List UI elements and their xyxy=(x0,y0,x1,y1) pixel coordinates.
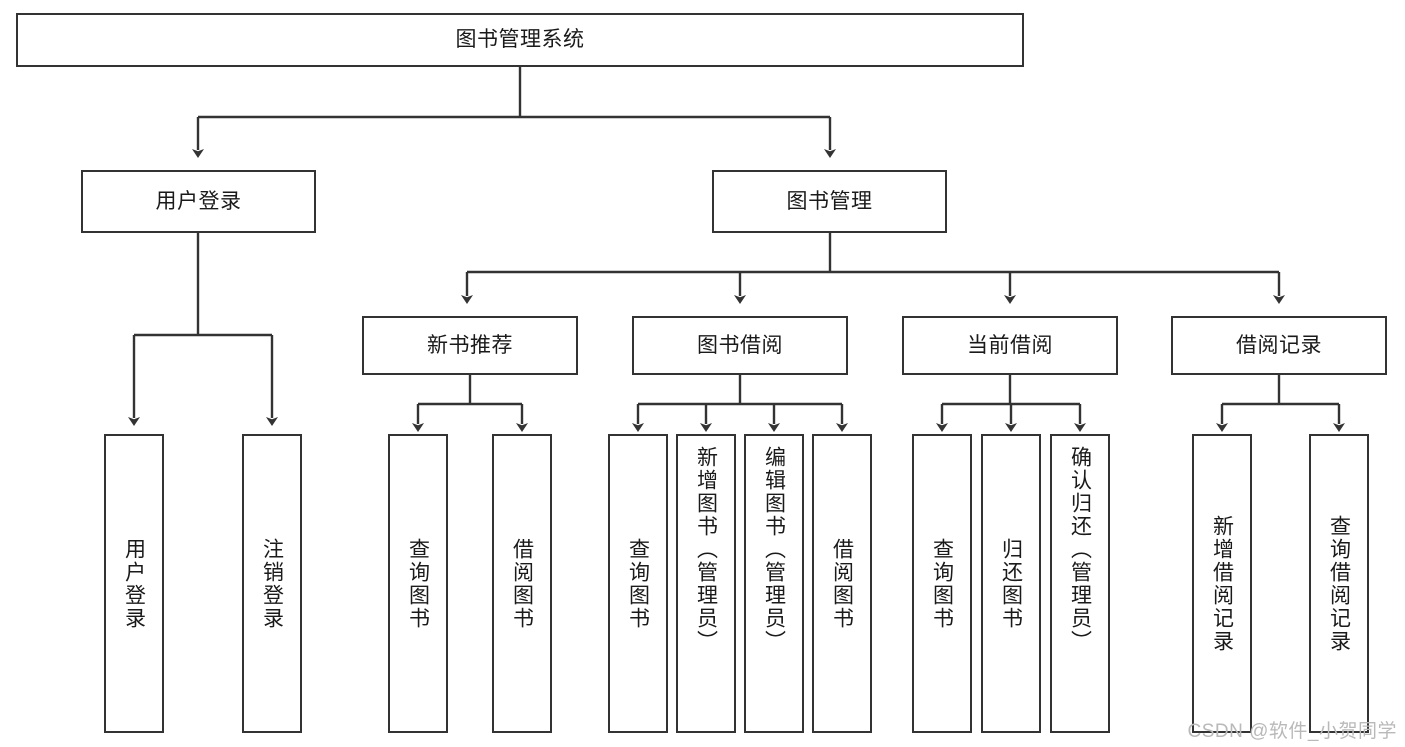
node-leaf-book-borrow-edit[interactable]: 编辑图书（管理员） xyxy=(744,434,804,733)
node-leaf-current-borrow-return[interactable]: 归还图书 xyxy=(981,434,1041,733)
node-label: 用户登录 xyxy=(155,189,242,213)
node-current-borrow[interactable]: 当前借阅 xyxy=(902,316,1118,375)
node-label: 查询借阅记录 xyxy=(1327,514,1351,653)
node-book-management[interactable]: 图书管理 xyxy=(712,170,947,233)
node-label: 图书管理系统 xyxy=(455,28,585,52)
node-leaf-book-borrow-add[interactable]: 新增图书（管理员） xyxy=(676,434,736,733)
node-label: 查询图书 xyxy=(930,537,954,630)
node-new-book-recommend[interactable]: 新书推荐 xyxy=(362,316,578,375)
node-borrow-record[interactable]: 借阅记录 xyxy=(1171,316,1387,375)
node-label: 图书管理 xyxy=(786,189,873,213)
node-leaf-new-book-borrow[interactable]: 借阅图书 xyxy=(492,434,552,733)
node-label: 归还图书 xyxy=(999,537,1023,630)
node-label: 借阅图书 xyxy=(510,537,534,630)
node-root-book-management-system[interactable]: 图书管理系统 xyxy=(16,13,1024,67)
node-label: 借阅图书 xyxy=(830,537,854,630)
node-label: 查询图书 xyxy=(626,537,650,630)
node-book-borrow[interactable]: 图书借阅 xyxy=(632,316,848,375)
node-label: 图书借阅 xyxy=(697,333,783,357)
node-label: 新增图书（管理员） xyxy=(694,446,718,653)
node-leaf-book-borrow-query[interactable]: 查询图书 xyxy=(608,434,668,733)
node-leaf-borrow-record-query[interactable]: 查询借阅记录 xyxy=(1309,434,1369,733)
node-label: 确认归还（管理员） xyxy=(1068,446,1092,653)
csdn-watermark: CSDN @软件_小贺同学 xyxy=(1187,721,1397,742)
node-leaf-borrow-record-add[interactable]: 新增借阅记录 xyxy=(1192,434,1252,733)
node-leaf-current-borrow-query[interactable]: 查询图书 xyxy=(912,434,972,733)
node-label: 编辑图书（管理员） xyxy=(762,446,786,653)
node-label: 用户登录 xyxy=(122,537,146,630)
node-leaf-book-borrow-borrow[interactable]: 借阅图书 xyxy=(812,434,872,733)
node-label: 新书推荐 xyxy=(427,333,513,357)
node-label: 借阅记录 xyxy=(1236,333,1322,357)
node-label: 新增借阅记录 xyxy=(1210,514,1234,653)
node-leaf-current-borrow-confirm-return[interactable]: 确认归还（管理员） xyxy=(1050,434,1110,733)
node-leaf-user-login-login[interactable]: 用户登录 xyxy=(104,434,164,733)
node-leaf-user-login-logout[interactable]: 注销登录 xyxy=(242,434,302,733)
node-leaf-new-book-query[interactable]: 查询图书 xyxy=(388,434,448,733)
node-user-login[interactable]: 用户登录 xyxy=(81,170,316,233)
node-label: 当前借阅 xyxy=(967,333,1053,357)
node-label: 注销登录 xyxy=(260,537,284,630)
node-label: 查询图书 xyxy=(406,537,430,630)
